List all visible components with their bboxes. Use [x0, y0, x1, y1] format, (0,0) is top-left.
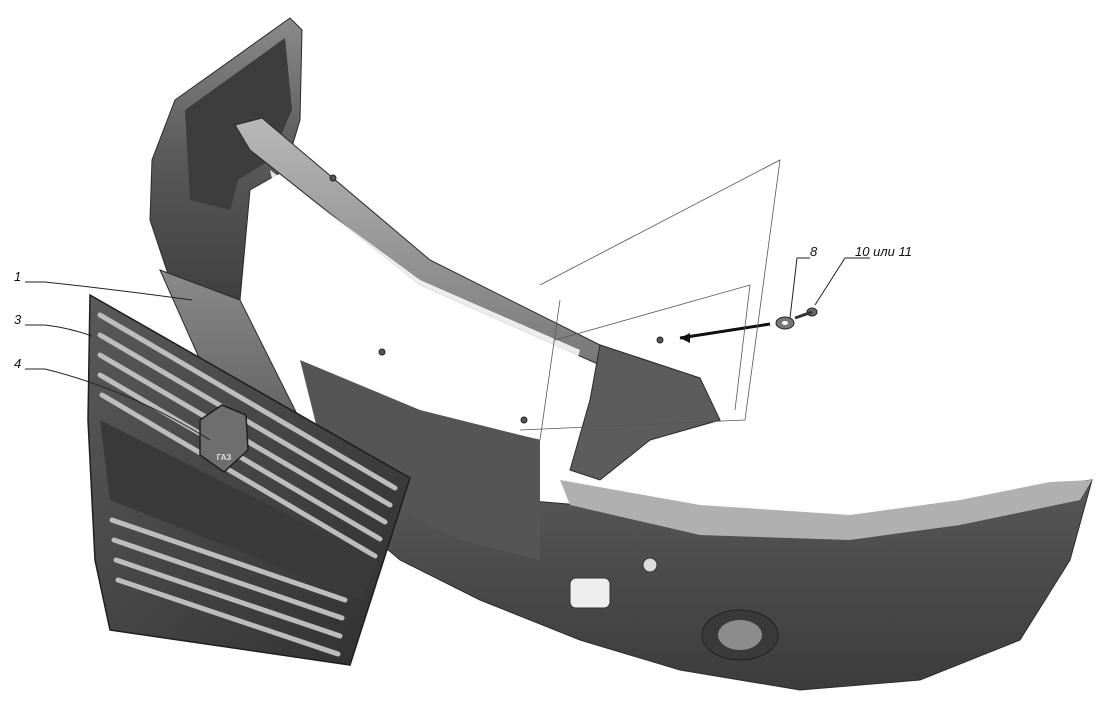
leader-1: [25, 281, 193, 301]
installation-arrow: [679, 322, 771, 343]
fastener-top: [329, 174, 337, 182]
grille-center-band: [100, 420, 378, 600]
callout-1: 1: [14, 269, 21, 284]
washer-part-8: [775, 316, 795, 330]
screw-part-10-11: [794, 307, 818, 320]
sensor-hole: [642, 557, 658, 573]
gaz-emblem: ГАЗ: [199, 404, 249, 473]
callout-4: 4: [14, 356, 21, 371]
fastener-right: [656, 336, 664, 344]
bumper-top-opening: [270, 170, 580, 420]
bumper-center-post: [569, 344, 721, 481]
leader-4: [25, 368, 211, 441]
callout-3: 3: [14, 312, 22, 327]
fog-lamp-bezel: [718, 620, 762, 650]
callout-labels: 1 3 4 8 10 или 11: [14, 244, 912, 371]
emblem-shield: [199, 404, 249, 473]
fasteners: [329, 174, 664, 424]
bumper-lower-grille-opening: [300, 360, 540, 560]
callout-8: 8: [810, 244, 818, 259]
emblem-text: ГАЗ: [217, 453, 232, 462]
callout-10-11: 10 или 11: [855, 244, 912, 259]
exploded-view-guides: [359, 159, 781, 441]
leader-8: [789, 257, 810, 319]
grille-lower-bars: [109, 517, 348, 657]
tow-hook-opening: [569, 577, 611, 609]
fastener-left: [378, 348, 386, 356]
bumper-body: [149, 17, 1093, 691]
leader-lines: [25, 257, 870, 441]
leader-10-11: [814, 257, 870, 306]
bumper-right-top-edge: [560, 480, 1092, 540]
radiator-grille: [87, 293, 411, 666]
leader-3: [25, 324, 93, 337]
fastener-center: [520, 416, 528, 424]
